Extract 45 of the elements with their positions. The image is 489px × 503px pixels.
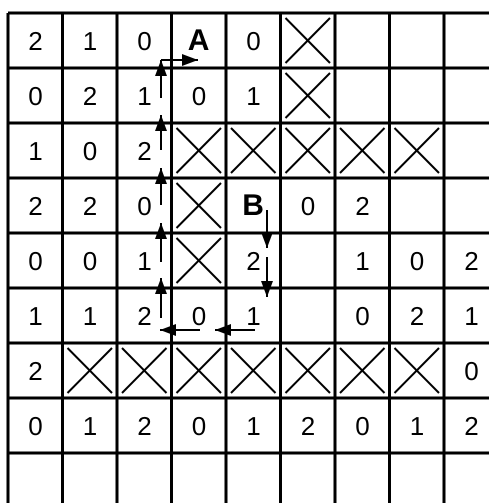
cell-number: 2 [82, 82, 98, 108]
cell-number: 2 [246, 248, 261, 274]
cell-number: 1 [246, 82, 261, 108]
cell-number: 0 [28, 248, 43, 274]
cell-number: 1 [464, 302, 479, 328]
cell-number: 2 [464, 412, 479, 438]
cell-number: 0 [28, 82, 43, 108]
cell-number: 0 [192, 82, 206, 108]
cell-number: 1 [82, 412, 98, 438]
cell-number: 0 [192, 302, 206, 328]
cell-number: 1 [246, 302, 261, 328]
cell-number: 0 [192, 412, 206, 438]
cell-number: 1 [246, 412, 261, 438]
cell-number: 0 [137, 28, 152, 54]
cell-number: 2 [355, 192, 370, 218]
cell-number: 1 [82, 28, 98, 54]
cell-number: 0 [355, 302, 370, 328]
cell-number: 2 [137, 412, 152, 438]
cell-number: 0 [246, 28, 261, 54]
cell-number: 2 [82, 192, 98, 218]
cell-number: 0 [464, 358, 479, 384]
cell-number: 2 [28, 358, 43, 384]
cell-number: 2 [28, 192, 43, 218]
cell-letter: A [188, 26, 210, 56]
cell-number: 1 [28, 302, 43, 328]
cell-number: 2 [28, 28, 43, 54]
cell-number: 0 [82, 138, 98, 164]
cell-number: 2 [464, 248, 479, 274]
cell-number: 1 [410, 412, 424, 438]
cell-number: 1 [28, 138, 43, 164]
cell-letter: B [242, 190, 264, 220]
cell-number: 2 [300, 412, 316, 438]
cell-number: 1 [137, 82, 152, 108]
cell-number: 1 [82, 302, 98, 328]
cell-number: 0 [410, 248, 424, 274]
cell-number: 0 [137, 192, 152, 218]
cell-number: 2 [410, 302, 424, 328]
cell-number: 0 [28, 412, 43, 438]
cell-number: 1 [355, 248, 370, 274]
cell-number: 0 [82, 248, 98, 274]
cell-number: 0 [300, 192, 316, 218]
cell-number: 0 [355, 412, 370, 438]
cell-number: 1 [137, 248, 152, 274]
cell-number: 2 [137, 138, 152, 164]
cell-number: 2 [137, 302, 152, 328]
